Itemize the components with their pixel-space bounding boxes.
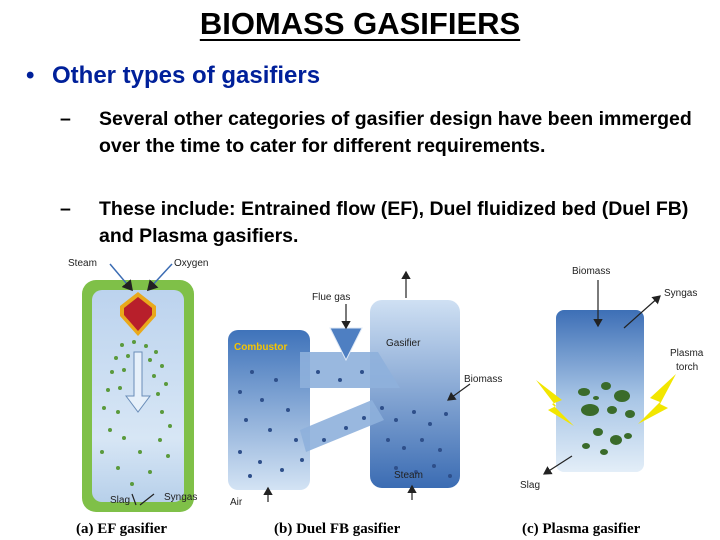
- ef-syngas-line: [139, 493, 155, 506]
- dfb-combustor-vessel: [228, 330, 310, 490]
- plasma-torch-left-bolt-icon: [536, 380, 574, 426]
- dfb-combustor-label: Combustor: [234, 342, 287, 353]
- plasma-slag-label: Slag: [520, 480, 540, 491]
- dfb-gasifier-label: Gasifier: [386, 338, 421, 349]
- ef-steam-arrow-icon: [109, 263, 133, 292]
- ef-caption: (a) EF gasifier: [76, 521, 167, 537]
- ef-slag-line: [131, 493, 137, 506]
- subpoint-text: Several other categories of gasifier des…: [99, 108, 692, 157]
- ef-flame-icon: [124, 297, 152, 331]
- dfb-biomass-label: Biomass: [464, 374, 502, 385]
- bullet-item: • Other types of gasifiers: [26, 62, 320, 90]
- subpoint-1: – Several other categories of gasifier d…: [60, 106, 707, 160]
- dash-icon: –: [60, 198, 71, 220]
- plasma-syngas-arrow-icon: [623, 295, 661, 329]
- bullet-text: Other types of gasifiers: [52, 62, 321, 89]
- dfb-air-label: Air: [230, 497, 243, 508]
- dfb-gasifier-diagram: Flue gas Combustor Gasifier Biomass Stea…: [228, 270, 502, 537]
- subpoint-text: These include: Entrained flow (EF), Duel…: [99, 198, 689, 247]
- plasma-vessel: [556, 310, 644, 472]
- dfb-biomass-arrow-icon: [447, 383, 471, 401]
- dfb-caption: (b) Duel FB gasifier: [274, 521, 401, 537]
- ef-oxygen-arrow-icon: [146, 263, 173, 292]
- subpoint-2: – These include: Entrained flow (EF), Du…: [60, 196, 707, 250]
- ef-gasifier-diagram: Steam Oxygen Slag Syngas (a) EF gasifier: [68, 258, 208, 537]
- dfb-steam-label: Steam: [394, 470, 423, 481]
- plasma-slag-arrow-icon: [542, 455, 573, 475]
- plasma-torch-label: torch: [676, 362, 698, 373]
- ef-syngas-label: Syngas: [164, 492, 197, 503]
- plasma-torch-right-bolt-icon: [638, 374, 676, 424]
- plasma-gasifier-diagram: Biomass Syngas Plasma torch Slag (c) Pla…: [520, 266, 704, 537]
- dash-icon: –: [60, 108, 71, 130]
- ef-slag-label: Slag: [110, 495, 130, 506]
- ef-oxygen-label: Oxygen: [174, 258, 208, 269]
- plasma-biomass-label: Biomass: [572, 266, 610, 277]
- bullet-dot-icon: •: [26, 62, 35, 89]
- ef-flow-arrow-icon: [125, 351, 151, 413]
- ef-particles: [100, 340, 172, 486]
- plasma-particles: [578, 382, 635, 455]
- dfb-gasifier-vessel: [370, 300, 460, 488]
- dfb-flue-gas-label: Flue gas: [312, 292, 350, 303]
- plasma-plasma-label: Plasma: [670, 348, 704, 359]
- dfb-particles: [238, 370, 452, 478]
- dfb-upper-duct: [300, 352, 400, 388]
- plasma-syngas-label: Syngas: [664, 288, 697, 299]
- slide-title: BIOMASS GASIFIERS: [199, 6, 521, 41]
- dfb-lower-duct: [300, 400, 384, 452]
- ef-steam-label: Steam: [68, 258, 97, 269]
- plasma-caption: (c) Plasma gasifier: [522, 521, 641, 537]
